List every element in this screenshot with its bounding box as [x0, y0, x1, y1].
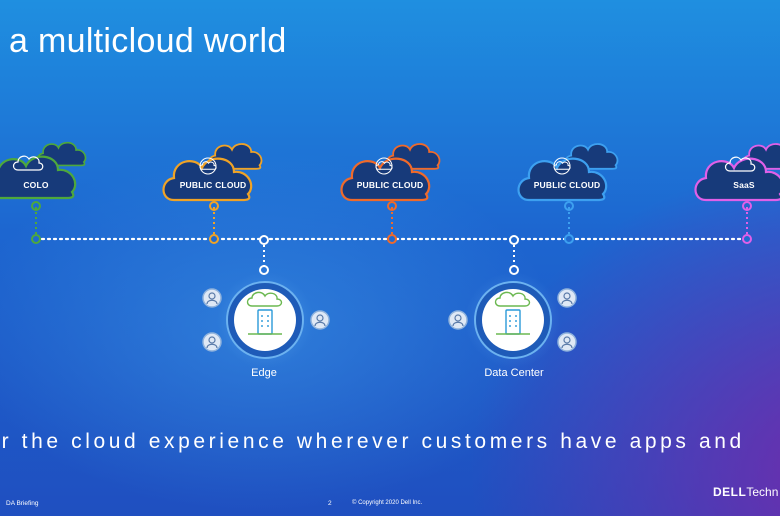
slide-title: s a multicloud world	[0, 22, 287, 60]
user-icon	[557, 288, 577, 308]
footer-event: DA Briefing	[6, 500, 39, 507]
user-icon	[557, 332, 577, 352]
tagline: iver the cloud experience wherever custo…	[0, 430, 745, 453]
brand-bold: DELL	[713, 485, 747, 499]
brand-rest: Techn	[746, 485, 779, 499]
user-icon	[310, 310, 330, 330]
cloud-public-2	[340, 143, 441, 202]
user-icon	[448, 310, 468, 330]
edge-node	[202, 272, 330, 368]
data-center-node	[448, 272, 577, 368]
cloud-connectors	[31, 201, 752, 244]
cloud-label-public-1: PUBLIC CLOUD	[179, 180, 247, 190]
cloud-public-3	[517, 143, 619, 202]
node-label-data-center: Data Center	[484, 367, 544, 379]
cloud-label-colo: COLO	[23, 180, 49, 190]
building-icon	[494, 291, 531, 335]
page-number: 2	[328, 500, 332, 507]
user-icon	[202, 288, 222, 308]
cloud-label-public-2: PUBLIC CLOUD	[356, 180, 424, 190]
node-label-edge: Edge	[251, 367, 277, 379]
cloud-label-saas: SaaS	[733, 180, 755, 190]
building-icon	[246, 291, 283, 335]
copyright: © Copyright 2020 Dell Inc.	[352, 500, 423, 506]
user-icon	[202, 332, 222, 352]
cloud-label-public-3: PUBLIC CLOUD	[533, 180, 601, 190]
cloud-public-1	[162, 143, 263, 202]
cloud-saas	[694, 143, 780, 202]
brand-logo: DELLTechn	[713, 485, 778, 499]
